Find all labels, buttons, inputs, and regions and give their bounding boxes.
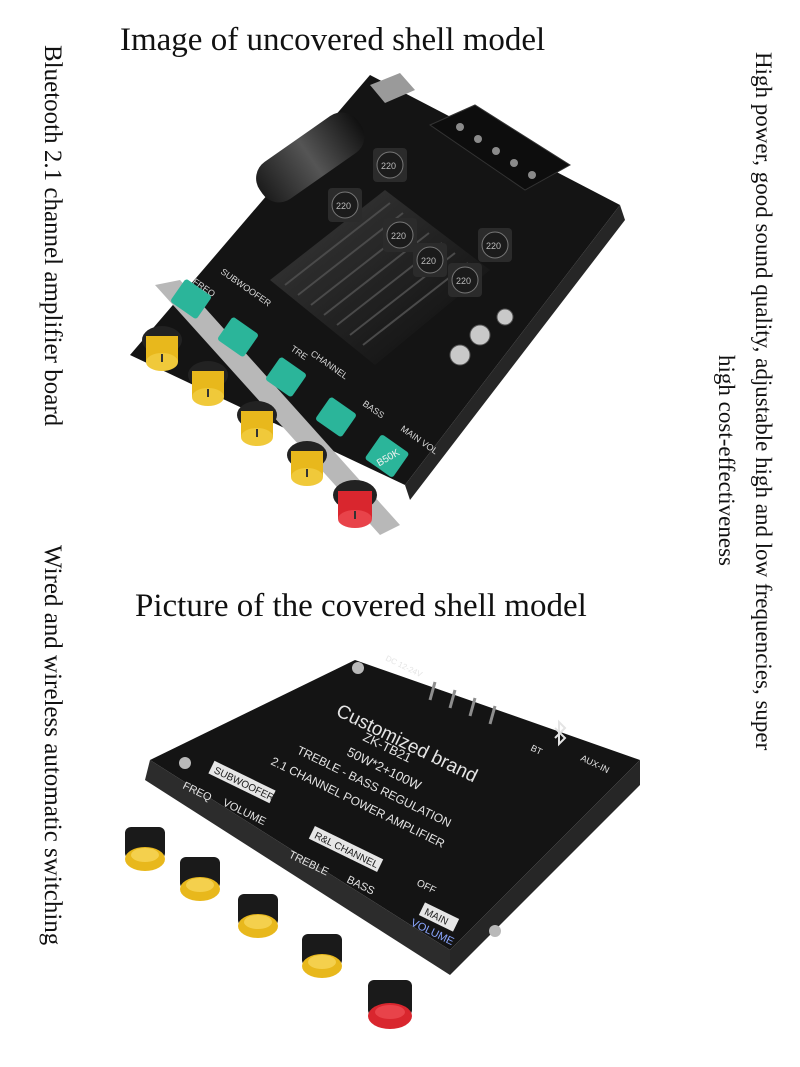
inductor-label: 220 (421, 256, 436, 266)
uncovered-heading: Image of uncovered shell model (120, 22, 546, 58)
knobs (142, 326, 377, 528)
cover-screws (179, 662, 501, 937)
right-caption-features: High power, good sound quality, adjustab… (751, 52, 776, 751)
uncovered-board-photo: 220 220 220 220 220 220 FREQ SUBWOOFER T… (130, 73, 625, 535)
inductor-label: 220 (381, 161, 396, 171)
small-capacitors (449, 308, 514, 366)
left-caption-bluetooth: Bluetooth 2.1 channel amplifier board (39, 45, 66, 427)
pcb-edge (405, 205, 625, 500)
cover-plate (150, 660, 640, 950)
heatsink-fins (428, 681, 497, 725)
potentiometers: B50K (171, 279, 409, 477)
front-panel (155, 280, 400, 535)
covered-board-photo: Customized brand ZK-TB21 50W*2+100W TREB… (125, 654, 640, 1029)
bt-text: BT (529, 743, 544, 757)
front-panel (145, 760, 450, 975)
inductor-label: 220 (391, 231, 406, 241)
bluetooth-icon (554, 719, 567, 747)
covered-heading: Picture of the covered shell model (135, 588, 587, 624)
inductor-label: 220 (486, 241, 501, 251)
usb-port (370, 73, 415, 103)
electrolytic-capacitor (256, 112, 365, 203)
right-caption-value: high cost-effectiveness (714, 355, 739, 566)
speaker-terminal-block (428, 104, 571, 191)
inductor-label: 220 (336, 201, 351, 211)
cover-edge (450, 760, 640, 975)
inductors: 220 220 220 220 220 220 (328, 148, 512, 297)
inductor-label: 220 (456, 276, 471, 286)
terminal-screws (456, 123, 536, 179)
covered-knobs (125, 827, 412, 1029)
left-caption-switching: Wired and wireless automatic switching (39, 545, 66, 946)
